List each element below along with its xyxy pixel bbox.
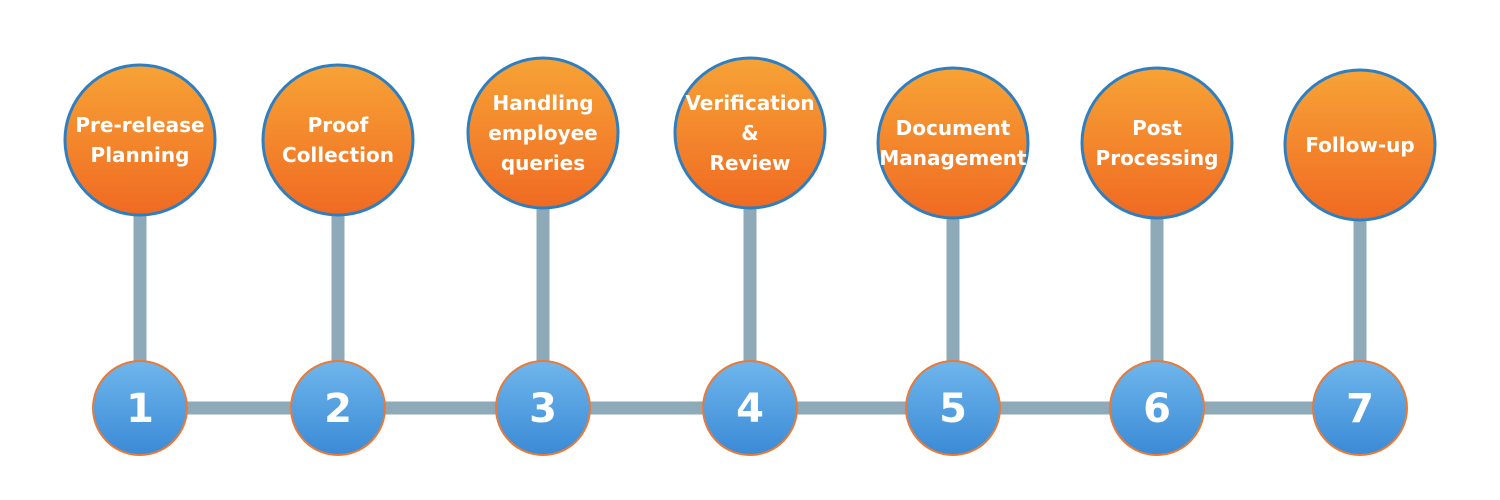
number-circle [495,360,591,456]
step-label-line: Pre-release [75,113,204,137]
step-circle [673,56,827,210]
step-label-line: Planning [91,143,190,167]
step-number: 4 [736,386,764,432]
number-circle [905,360,1001,456]
step-circle [261,63,415,217]
step-label-line: Post [1132,116,1182,140]
step-label-line: Proof [308,113,369,137]
step-number: 1 [126,386,154,432]
step-circle [1283,68,1437,222]
step-label-line: Follow-up [1305,133,1414,157]
step-7: Follow-up 7 [1283,68,1437,456]
step-label-line: queries [501,151,585,175]
step-4: Verification & Review 4 [673,56,827,456]
step-circle [466,56,620,210]
step-label-line: Handling [492,91,593,115]
number-circle [290,360,386,456]
step-label-line: Review [710,151,791,175]
step-label-line: Document [896,116,1011,140]
step-circle [1080,66,1234,220]
number-circle [702,360,798,456]
step-number: 6 [1143,386,1171,432]
step-circle [63,63,217,217]
step-number: 2 [324,386,352,432]
step-number: 7 [1346,386,1374,432]
number-circle [1312,360,1408,456]
step-circle [876,66,1030,220]
number-circle [1109,360,1205,456]
step-3: Handling employee queries 3 [466,56,620,456]
step-label-line: employee [488,121,597,145]
step-label-line: Collection [282,143,394,167]
number-circle [92,360,188,456]
step-label-line: Management [879,146,1027,170]
step-label-line: Processing [1096,146,1219,170]
step-number: 5 [939,386,967,432]
step-number: 3 [529,386,557,432]
step-label-line: & [741,121,758,145]
step-label-line: Verification [685,91,814,115]
